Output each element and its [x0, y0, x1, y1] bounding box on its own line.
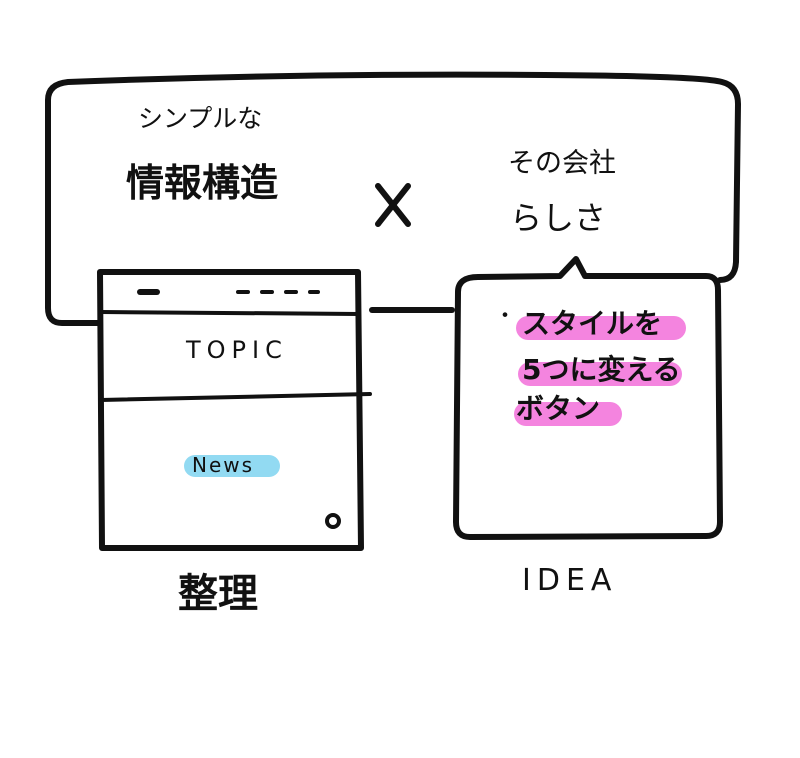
- idea-line-1: スタイルを: [522, 307, 663, 340]
- idea-line-2: 5つに変える: [522, 353, 681, 386]
- left-concept-title: 情報構造: [126, 161, 279, 205]
- idea-caption: IDEA: [522, 563, 618, 598]
- idea-line-2-highlight: [518, 362, 682, 386]
- idea-bullet: ・: [494, 304, 517, 329]
- wireframe-section-divider: [99, 392, 372, 402]
- idea-speech-bubble: [453, 256, 723, 540]
- idea-line-3-highlight: [514, 402, 622, 426]
- left-concept-subtitle: シンプルな: [138, 104, 263, 133]
- times-operator-stroke-2: [375, 183, 411, 227]
- wireframe-topic-label: TOPIC: [186, 336, 288, 364]
- right-concept-title: らしさ: [510, 199, 607, 237]
- idea-line-3: ボタン: [516, 392, 601, 425]
- wireframe-scroll-button-icon: [325, 513, 341, 529]
- wireframe-caption: 整理: [178, 571, 258, 617]
- grouping-frame: [45, 71, 741, 326]
- wireframe-header-divider: [99, 310, 361, 316]
- wireframe-news-tag: News: [192, 453, 255, 477]
- news-highlight: [184, 455, 280, 477]
- right-concept-subtitle: その会社: [508, 148, 616, 179]
- idea-line-1-highlight: [516, 316, 686, 340]
- wireframe-outline: [97, 269, 364, 551]
